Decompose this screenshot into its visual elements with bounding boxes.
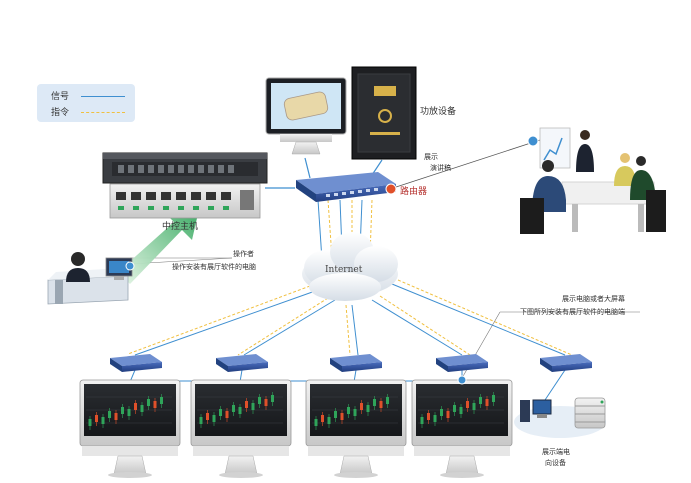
status-dot <box>457 375 467 385</box>
cloud-icon <box>302 232 398 301</box>
router-icon <box>296 172 397 202</box>
meeting-icon <box>520 127 666 234</box>
display-label-bottom: 演讲稿 <box>430 164 451 172</box>
green-arrow <box>118 205 200 284</box>
legend-signal-label: 信号 <box>51 92 70 102</box>
display-monitor <box>190 379 292 478</box>
display-label-top: 展示 <box>424 153 438 161</box>
display-pc-label-2: 向设备 <box>545 459 566 467</box>
operator-desc: 操作安装有展厅软件的电脑 <box>172 263 256 271</box>
display-monitor <box>411 379 513 478</box>
operator-title: 操作者 <box>233 250 254 258</box>
display-monitor <box>305 379 407 478</box>
monitor-icon <box>265 77 347 155</box>
central-control-unit <box>102 152 268 219</box>
switch-icon <box>216 354 268 372</box>
internet-label: Internet <box>325 265 363 275</box>
central-control-label: 中控主机 <box>162 222 199 232</box>
connection-lines <box>127 139 640 401</box>
screens-title: 展示电脑或者大屏幕 <box>562 295 625 303</box>
safe-icon <box>351 66 417 160</box>
router-label: 路由器 <box>400 187 428 197</box>
switch-row <box>110 354 592 372</box>
legend-command-label: 指令 <box>51 108 70 118</box>
switch-icon <box>540 354 592 372</box>
switch-icon <box>110 354 162 372</box>
legend: 信号 指令 <box>37 84 135 122</box>
server-icon <box>514 397 606 438</box>
legend-signal-line <box>81 96 125 97</box>
display-pc-label-1: 展示端电 <box>542 448 570 456</box>
amplifier-label: 功放设备 <box>420 107 457 117</box>
switch-icon <box>330 354 382 372</box>
legend-command-line <box>81 112 125 113</box>
switch-icon <box>436 354 488 372</box>
operator-icon <box>47 252 135 305</box>
display-monitor <box>79 379 181 478</box>
screens-desc: 下图所列安装有展厅软件的电脑端 <box>520 308 625 316</box>
display-monitors <box>79 375 513 478</box>
